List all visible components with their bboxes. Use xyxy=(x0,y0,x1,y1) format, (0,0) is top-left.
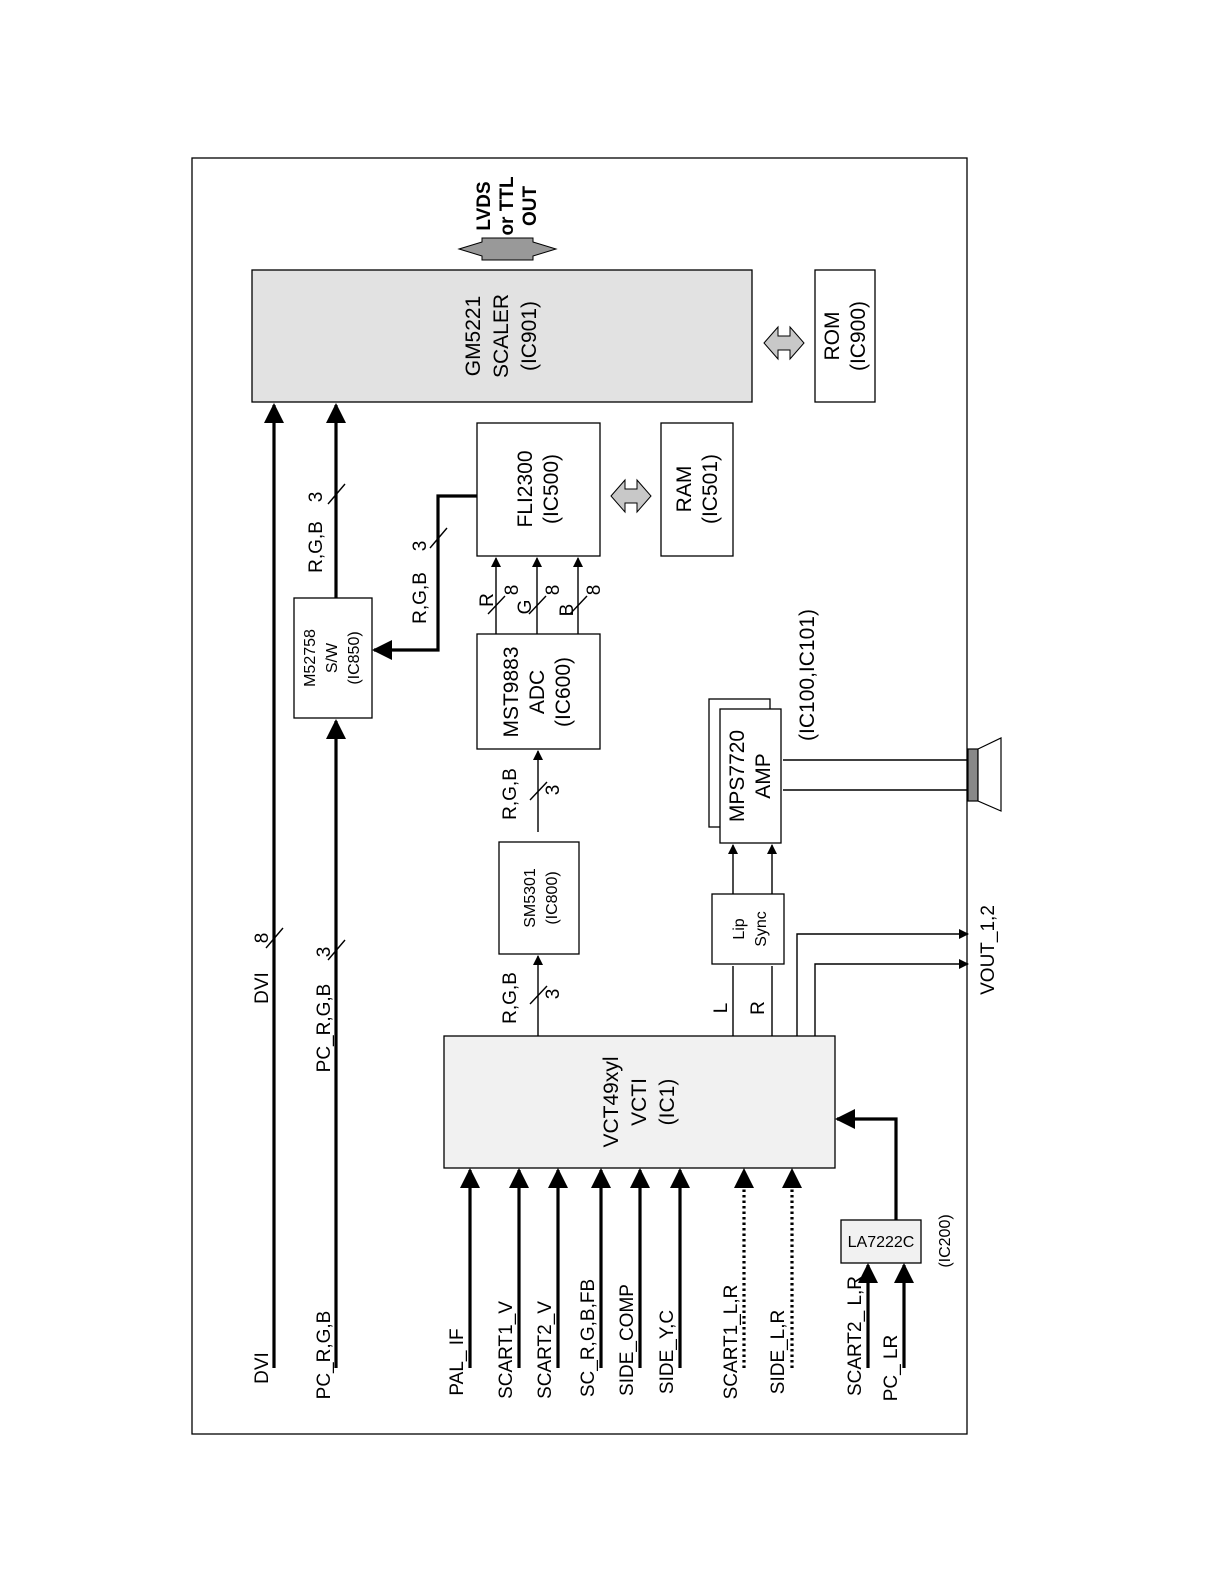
side-comp-input-label: SIDE_COMP xyxy=(617,1284,638,1396)
scart1-lr-input-label: SCART1_L,R xyxy=(721,1285,742,1400)
vct-block: VCT49xyl VCTI (IC1) xyxy=(443,1035,836,1169)
dvi-signal-label: DVI xyxy=(252,972,273,1004)
fli-ram-bus-arrow xyxy=(610,478,652,514)
pc-rgb-signal-label: PC_R,G,B xyxy=(314,984,335,1073)
speaker-icon xyxy=(967,737,1002,812)
adc-block: MST9883 ADC (IC600) xyxy=(476,633,601,750)
pc-rgb-line xyxy=(326,719,346,1368)
adc-line-1: MST9883 xyxy=(500,646,523,737)
scaler-rom-bus-arrow xyxy=(763,325,805,361)
fli-switch-rgb-label: R,G,B xyxy=(410,572,431,624)
scaler-line-1: GM5221 xyxy=(462,296,485,377)
la7222c-label: LA7222C xyxy=(848,1234,915,1251)
dvi-line xyxy=(264,403,284,1368)
la7222c-input-lines xyxy=(858,1263,914,1368)
vct-to-sm5301-line xyxy=(529,955,548,1036)
vout-lines xyxy=(796,929,969,1036)
sm5301-to-adc-line xyxy=(529,750,548,832)
la7222c-ref-label: (IC200) xyxy=(937,1214,954,1267)
lipsync-line-1: Lip xyxy=(731,918,748,939)
pc-rgb-input-label: PC_R,G,B xyxy=(314,1311,335,1400)
amp-block: MPS7720 AMP xyxy=(708,698,782,844)
adc-to-fli-lines xyxy=(487,557,588,634)
vct-line-1: VCT49xyl xyxy=(600,1056,623,1147)
vct-sm5301-rgb-label: R,G,B xyxy=(500,972,521,1024)
side-lr-input-label: SIDE_L,R xyxy=(768,1310,789,1394)
scart1-v-input-label: SCART1_V xyxy=(496,1301,517,1399)
fli-block: FLI2300 (IC500) xyxy=(476,422,601,557)
lvds-line-3: OUT xyxy=(520,186,541,227)
lipsync-block: Lip Sync xyxy=(711,893,785,965)
diagram-frame xyxy=(191,157,968,1435)
lipsync-to-amp-lines xyxy=(728,844,777,894)
b-width-label: 8 xyxy=(584,585,605,596)
vout-label: VOUT_1,2 xyxy=(978,905,999,995)
switch-line-1: M52758 xyxy=(302,629,319,687)
adc-line-3: (IC600) xyxy=(552,657,575,727)
switch-block: M52758 S/W (IC850) xyxy=(293,597,373,719)
scaler-line-3: (IC901) xyxy=(518,301,541,371)
lvds-output-arrow xyxy=(457,237,558,261)
switch-to-scaler-line xyxy=(326,403,346,598)
la7222c-block: LA7222C xyxy=(840,1219,922,1264)
dvi-input-label: DVI xyxy=(252,1352,273,1384)
sm5301-block: SM5301 (IC800) xyxy=(498,841,580,955)
vct-line-2: VCTI xyxy=(628,1078,651,1126)
audio-l-label: L xyxy=(711,1003,732,1014)
la7222c-to-vct-line xyxy=(835,1109,898,1220)
scaler-block: GM5221 SCALER (IC901) xyxy=(251,269,753,403)
rom-line-2: (IC900) xyxy=(847,301,870,371)
side-yc-input-label: SIDE_Y,C xyxy=(657,1310,678,1394)
audio-r-label: R xyxy=(748,1001,769,1015)
fli-switch-width-label: 3 xyxy=(410,541,431,552)
b-channel-label: B xyxy=(557,604,578,617)
amp-line-2: AMP xyxy=(752,753,775,799)
r-width-label: 8 xyxy=(502,585,523,596)
audio-to-lipsync-lines xyxy=(732,966,773,1036)
pal-if-input-label: PAL_ IF xyxy=(447,1328,468,1395)
g-channel-label: G xyxy=(515,600,536,615)
switch-scaler-width-label: 3 xyxy=(306,492,327,503)
sm5301-line-2: (IC800) xyxy=(544,871,561,924)
switch-scaler-rgb-label: R,G,B xyxy=(306,521,327,573)
scart2-v-input-label: SCART2_V xyxy=(535,1301,556,1399)
switch-line-3: (IC850) xyxy=(346,631,363,684)
amp-to-speaker-lines xyxy=(783,759,968,791)
fli-line-1: FLI2300 xyxy=(514,450,537,527)
lipsync-line-2: Sync xyxy=(753,911,770,947)
rom-line-1: ROM xyxy=(821,312,844,361)
sc-rgbfb-input-label: SC_R,G,B,FB xyxy=(578,1279,599,1397)
r-channel-label: R xyxy=(477,593,498,607)
switch-line-2: S/W xyxy=(324,642,341,673)
amp-line-1: MPS7720 xyxy=(726,730,749,822)
g-width-label: 8 xyxy=(543,585,564,596)
dvi-width-label: 8 xyxy=(252,933,273,944)
amp-ref-label: (IC100,IC101) xyxy=(796,609,819,741)
ram-line-1: RAM xyxy=(673,466,696,513)
ram-line-2: (IC501) xyxy=(699,454,722,524)
adc-line-2: ADC xyxy=(526,670,549,714)
pc-lr-input-label: PC_ LR xyxy=(881,1335,902,1402)
rom-block: ROM (IC900) xyxy=(814,269,876,403)
sm5301-adc-width-label: 3 xyxy=(543,785,564,796)
scart2-lr-input-label: SCART2_ L,R xyxy=(845,1276,866,1396)
pc-rgb-width-label: 3 xyxy=(314,947,335,958)
lvds-line-1: LVDS xyxy=(474,181,495,230)
vct-input-lines xyxy=(460,1168,802,1368)
lvds-line-2: or TTL xyxy=(497,176,518,235)
fli-line-2: (IC500) xyxy=(540,454,563,524)
scaler-line-2: SCALER xyxy=(490,294,513,378)
vct-sm5301-width-label: 3 xyxy=(543,989,564,1000)
sm5301-line-1: SM5301 xyxy=(522,868,539,928)
ram-block: RAM (IC501) xyxy=(660,422,734,557)
fli-to-switch-line xyxy=(372,494,477,660)
sm5301-adc-rgb-label: R,G,B xyxy=(500,768,521,820)
vct-line-3: (IC1) xyxy=(656,1079,679,1126)
